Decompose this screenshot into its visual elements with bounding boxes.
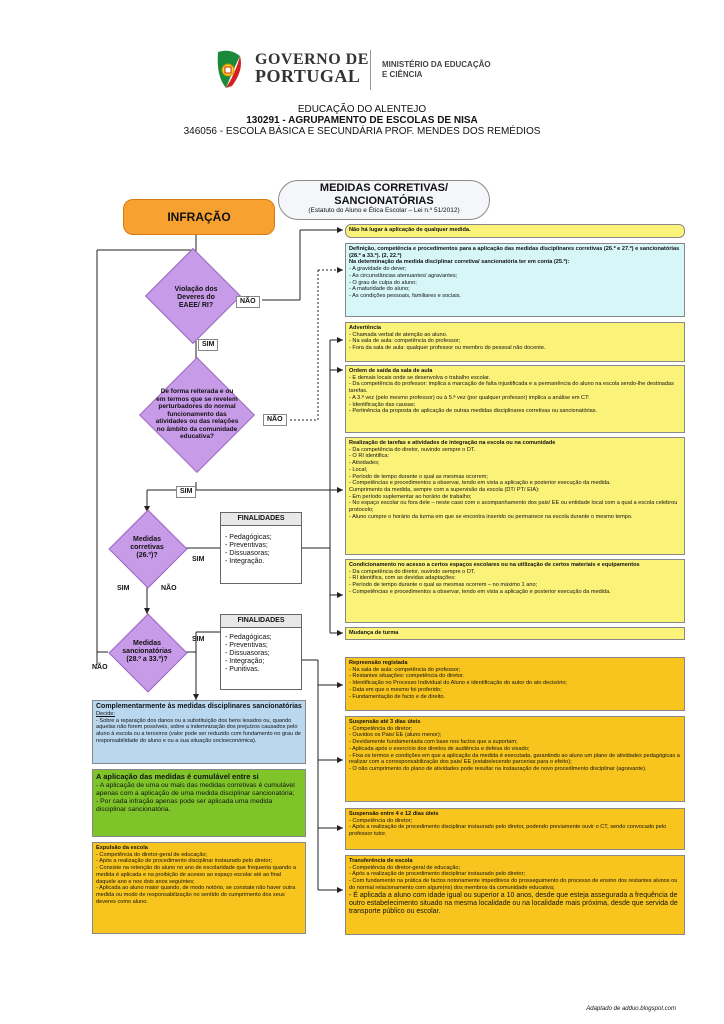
yes-tag-2: SIM — [176, 486, 197, 498]
ministry-text: MINISTÉRIO DA EDUCAÇÃO E CIÊNCIA — [382, 60, 491, 79]
gov-logo-text: GOVERNO DE PORTUGAL — [255, 51, 369, 86]
infraction-box: INFRAÇÃO — [123, 199, 275, 235]
suspension-3-days-box: Suspensão até 3 dias úteis - Competência… — [345, 716, 685, 802]
header-divider — [370, 50, 371, 90]
region-label: EDUCAÇÃO DO ALENTEJO — [297, 104, 427, 115]
school-transfer-box: Transferência de escola - Competência do… — [345, 855, 685, 935]
class-change-box: Mudança de turma — [345, 627, 685, 640]
no-tag-4: NÃO — [92, 664, 108, 671]
no-tag-2: NÃO — [263, 414, 287, 426]
warning-box: Advertência - Chamada verbal de atenção … — [345, 322, 685, 362]
classroom-exit-box: Ordem de saída da sala de aula - E demai… — [345, 365, 685, 433]
yes-tag-4: SIM — [117, 585, 130, 592]
yes-tag-3: SIM — [192, 556, 205, 563]
no-measure-box: Não há lugar à aplicação de qualquer med… — [345, 224, 685, 238]
school-label: 346056 - ESCOLA BÁSICA E SECUNDÁRIA PROF… — [183, 126, 541, 137]
expulsion-box: Expulsão da escola - Competência do dire… — [92, 842, 306, 934]
diagram-title: MEDIDAS CORRETIVAS/ SANCIONATÓRIAS (Esta… — [278, 180, 490, 220]
purposes-corrective: FINALIDADES - Pedagógicas;- Preventivas;… — [220, 512, 302, 584]
definition-box: Definição, competência e procedimentos p… — [345, 243, 685, 317]
purposes-sanctionatory: FINALIDADES - Pedagógicas;- Preventivas;… — [220, 614, 302, 690]
access-restriction-box: Condicionamento no acesso a certos espaç… — [345, 559, 685, 623]
group-label: 130291 - AGRUPAMENTO DE ESCOLAS DE NISA — [246, 115, 478, 126]
registered-reprimand-box: Repreensão registada - Na sala de aula: … — [345, 657, 685, 711]
credit-text: Adaptado de adduo.blogspot.com — [586, 1006, 676, 1012]
no-tag-3: NÃO — [161, 585, 177, 592]
cumulative-box: A aplicação das medidas é cumulável entr… — [92, 769, 306, 837]
suspension-4-12-days-box: Suspensão entre 4 e 12 dias úteis - Comp… — [345, 808, 685, 850]
government-logo — [212, 48, 246, 90]
no-tag-1: NÃO — [236, 296, 260, 308]
integration-tasks-box: Realização de tarefas e atividades de in… — [345, 437, 685, 555]
yes-tag-5: SIM — [192, 636, 205, 643]
yes-tag-1: SIM — [198, 339, 219, 351]
complementary-box: Complementarmente às medidas disciplinar… — [92, 700, 306, 764]
